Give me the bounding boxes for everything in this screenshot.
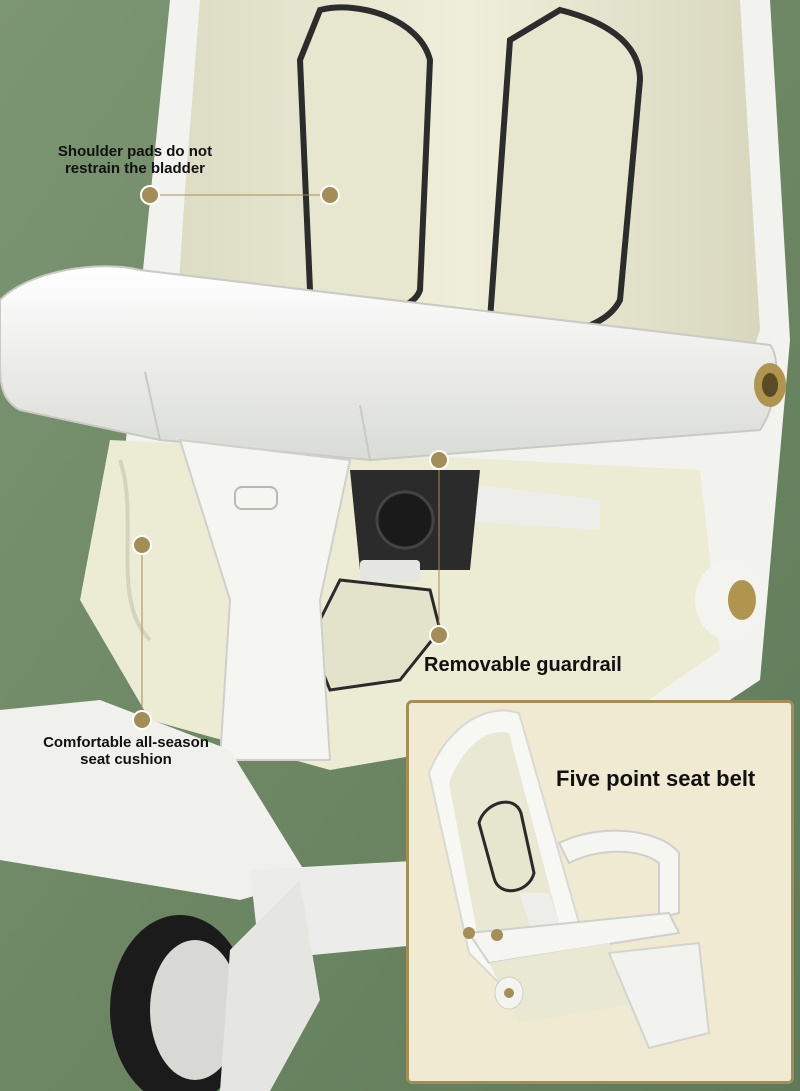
shoulder-pad-right <box>486 6 644 337</box>
shoulder-pads-label-line-1: Shoulder pads do not <box>57 143 213 160</box>
inset-shoulder-pad <box>477 800 536 893</box>
footrest <box>0 700 310 900</box>
inset-five-point-belt <box>406 700 794 1084</box>
seat-cushion-label-line-1: Comfortable all-season <box>43 734 209 751</box>
shoulder-pad-left <box>296 4 434 316</box>
five-point-belt-label: Five point seat belt <box>556 766 756 791</box>
shoulder-pads-label-line-2: restrain the bladder <box>64 160 206 178</box>
seat-cushion-label: Comfortable all-season seat cushion <box>20 734 232 769</box>
waist-strap-right <box>440 480 600 530</box>
buckle-button <box>375 490 435 550</box>
callout-markers <box>132 185 449 730</box>
center-post <box>178 438 352 761</box>
seat-cushion-label-line-2: seat cushion <box>80 751 172 769</box>
inset-stroller-illustration <box>409 703 791 1081</box>
guardrail-label: Removable guardrail <box>424 654 622 676</box>
inset-guardrail <box>557 829 680 920</box>
shoulder-pads-label: Shoulder pads do not restrain the bladde… <box>30 143 240 178</box>
